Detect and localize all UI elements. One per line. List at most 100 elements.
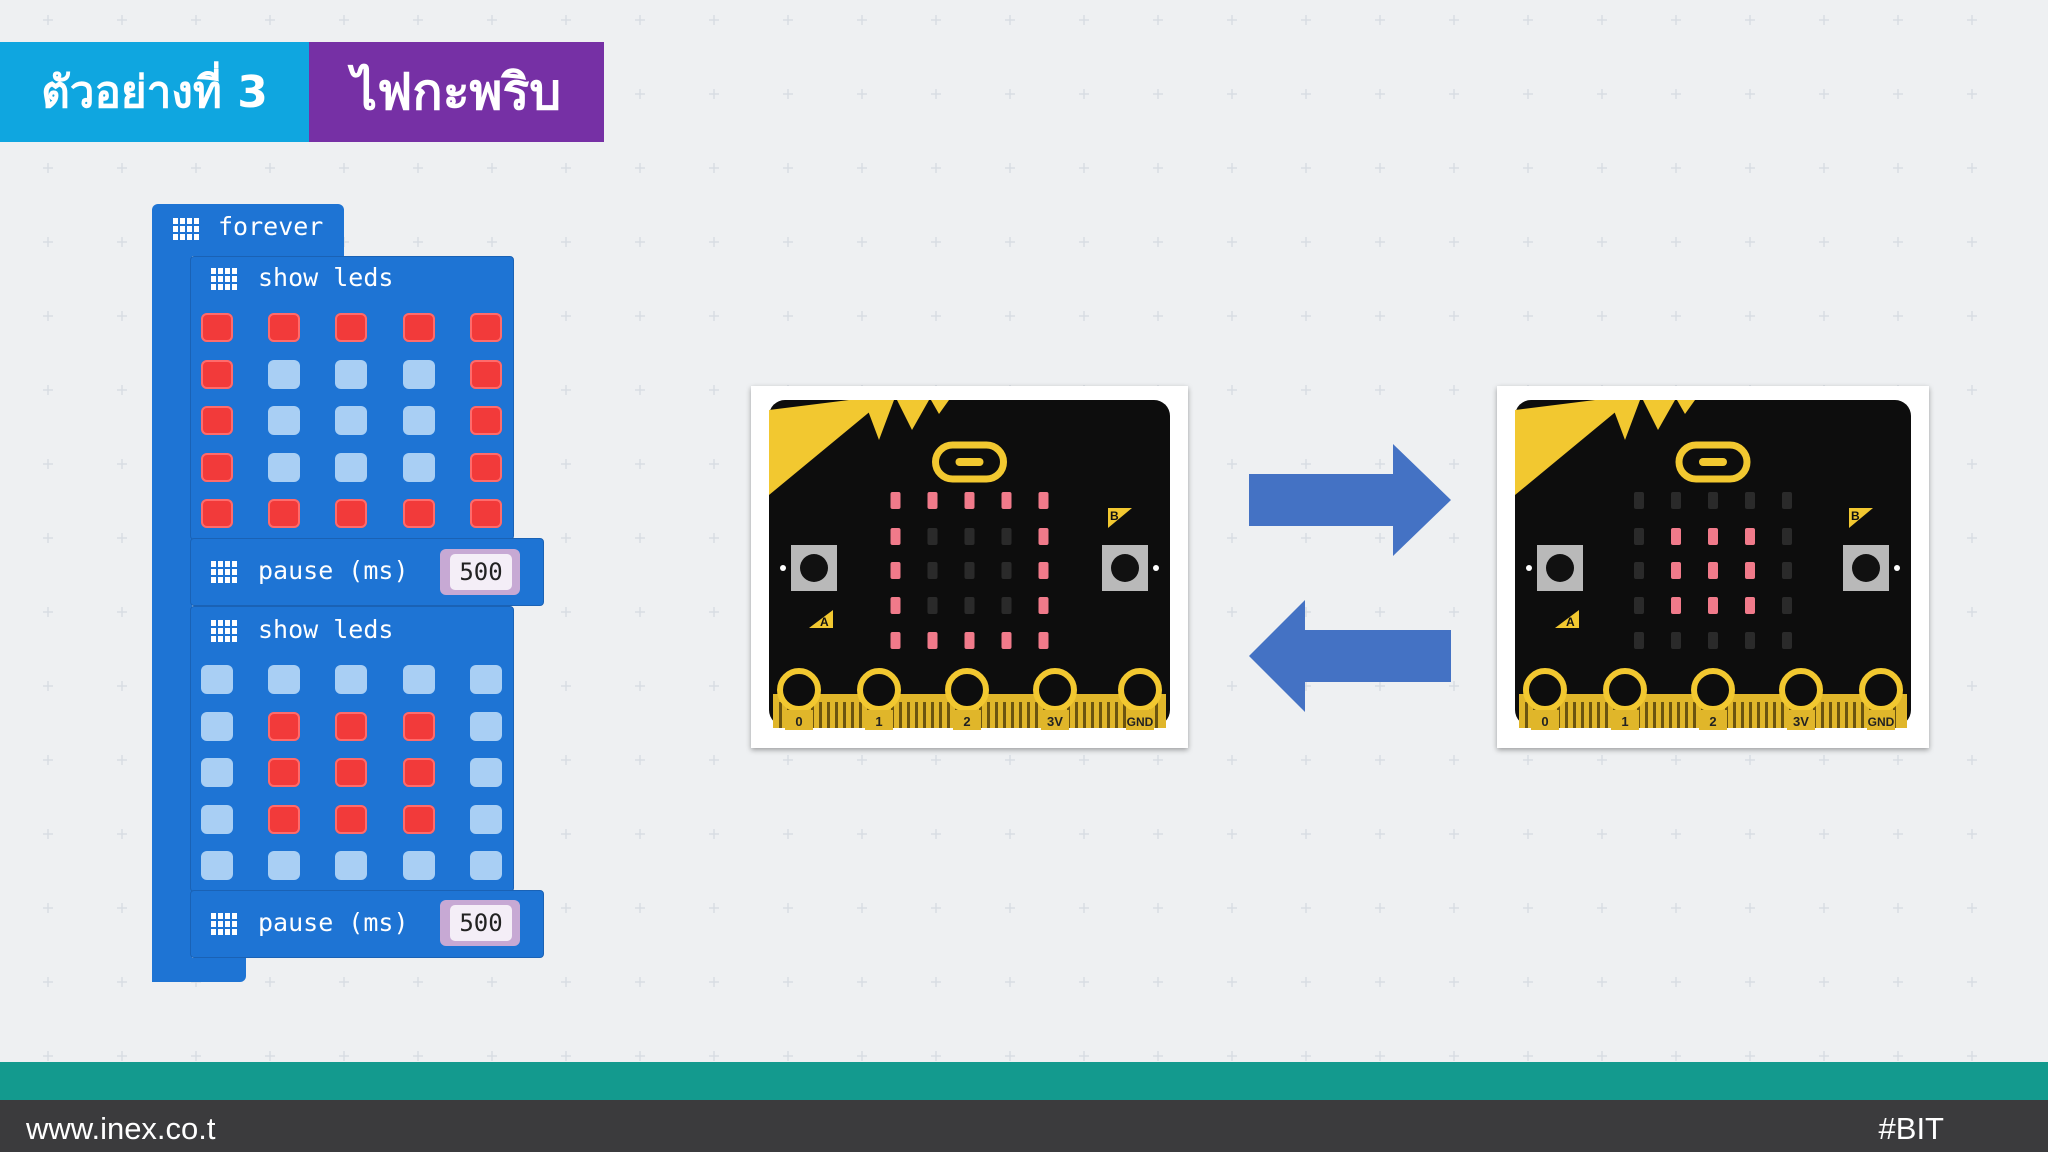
led-toggle[interactable]: [470, 313, 502, 342]
workspace-dot: [117, 163, 127, 173]
led-toggle[interactable]: [268, 851, 300, 880]
led-grid-icon: [211, 913, 237, 935]
led-toggle[interactable]: [403, 711, 435, 741]
workspace-dot: [191, 1051, 201, 1061]
led-toggle[interactable]: [268, 804, 300, 834]
led-toggle[interactable]: [201, 499, 233, 528]
edge-pin-strip: [987, 702, 990, 728]
edge-pin-strip: [1677, 702, 1680, 728]
led-toggle[interactable]: [470, 665, 502, 694]
pin-pad: [1611, 710, 1639, 730]
led-toggle[interactable]: [268, 499, 300, 528]
board-corner-stripe: [1515, 400, 1630, 495]
workspace-dot: [1893, 755, 1903, 765]
led-toggle[interactable]: [403, 758, 435, 787]
led-toggle[interactable]: [403, 452, 435, 482]
workspace-dot: [561, 237, 571, 247]
workspace-dot: [1153, 163, 1163, 173]
workspace-dot: [1005, 903, 1015, 913]
led-toggle[interactable]: [335, 359, 367, 389]
led-toggle[interactable]: [403, 406, 435, 435]
led-toggle[interactable]: [403, 499, 435, 528]
workspace-dot: [1745, 1051, 1755, 1061]
pin-ring: [1691, 668, 1735, 712]
button-b-label: B: [1851, 509, 1860, 523]
led-toggle[interactable]: [403, 804, 435, 834]
led-toggle[interactable]: [201, 758, 233, 787]
led-toggle[interactable]: [335, 804, 367, 834]
led-toggle[interactable]: [201, 359, 233, 389]
led-toggle[interactable]: [201, 665, 233, 694]
led-toggle[interactable]: [201, 711, 233, 741]
pin-ring: [1523, 668, 1567, 712]
workspace-dot: [1079, 311, 1089, 321]
workspace-dot: [1745, 829, 1755, 839]
show-leds-block-2[interactable]: [190, 606, 514, 892]
board-led: [1745, 632, 1755, 649]
workspace-dot: [1375, 903, 1385, 913]
workspace-dot: [1893, 163, 1903, 173]
board-notch-stripe: [1643, 400, 1675, 430]
workspace-dot: [1153, 15, 1163, 25]
pause-value-2[interactable]: 500: [450, 905, 512, 941]
forever-label: forever: [218, 212, 324, 241]
workspace-dot: [857, 903, 867, 913]
led-toggle[interactable]: [268, 359, 300, 389]
led-toggle[interactable]: [201, 313, 233, 342]
led-toggle[interactable]: [268, 665, 300, 694]
workspace-dot: [931, 237, 941, 247]
workspace-dot: [1079, 829, 1089, 839]
led-toggle[interactable]: [470, 851, 502, 880]
led-toggle[interactable]: [403, 851, 435, 880]
workspace-dot: [1301, 89, 1311, 99]
workspace-dot: [1153, 977, 1163, 987]
board-led: [1038, 562, 1049, 579]
pause-value-field-1[interactable]: 500: [440, 549, 520, 595]
led-toggle[interactable]: [403, 313, 435, 342]
led-toggle[interactable]: [335, 313, 367, 342]
led-toggle[interactable]: [268, 406, 300, 435]
workspace-dot: [1819, 163, 1829, 173]
edge-pin-strip: [1605, 702, 1608, 728]
led-toggle[interactable]: [201, 804, 233, 834]
show-leds-block-1[interactable]: [190, 256, 514, 540]
workspace-dot: [1671, 15, 1681, 25]
led-toggle[interactable]: [268, 313, 300, 342]
led-toggle[interactable]: [403, 665, 435, 694]
led-toggle[interactable]: [470, 758, 502, 787]
led-toggle[interactable]: [470, 359, 502, 389]
led-toggle[interactable]: [268, 452, 300, 482]
workspace-dot: [1893, 89, 1903, 99]
led-toggle[interactable]: [335, 665, 367, 694]
led-toggle[interactable]: [201, 406, 233, 435]
workspace-dot: [709, 533, 719, 543]
led-toggle[interactable]: [470, 499, 502, 528]
workspace-dot: [117, 15, 127, 25]
pause-value-1[interactable]: 500: [450, 554, 512, 590]
led-toggle[interactable]: [335, 406, 367, 435]
pause-value-field-2[interactable]: 500: [440, 900, 520, 946]
led-toggle[interactable]: [470, 452, 502, 482]
workspace-dot: [1153, 903, 1163, 913]
edge-pin-strip: [1003, 702, 1006, 728]
led-toggle[interactable]: [470, 711, 502, 741]
led-toggle[interactable]: [268, 758, 300, 787]
led-toggle[interactable]: [335, 711, 367, 741]
led-toggle[interactable]: [335, 758, 367, 787]
board-led: [1782, 562, 1792, 579]
workspace-dot: [1893, 237, 1903, 247]
workspace-dot: [117, 385, 127, 395]
workspace-dot: [1597, 15, 1607, 25]
led-toggle[interactable]: [470, 804, 502, 834]
led-toggle[interactable]: [335, 851, 367, 880]
led-toggle[interactable]: [470, 406, 502, 435]
led-toggle[interactable]: [335, 499, 367, 528]
led-toggle[interactable]: [268, 711, 300, 741]
board-led: [1634, 492, 1644, 509]
workspace-dot: [635, 459, 645, 469]
led-toggle[interactable]: [403, 359, 435, 389]
led-toggle[interactable]: [335, 452, 367, 482]
led-toggle[interactable]: [201, 851, 233, 880]
led-toggle[interactable]: [201, 452, 233, 482]
